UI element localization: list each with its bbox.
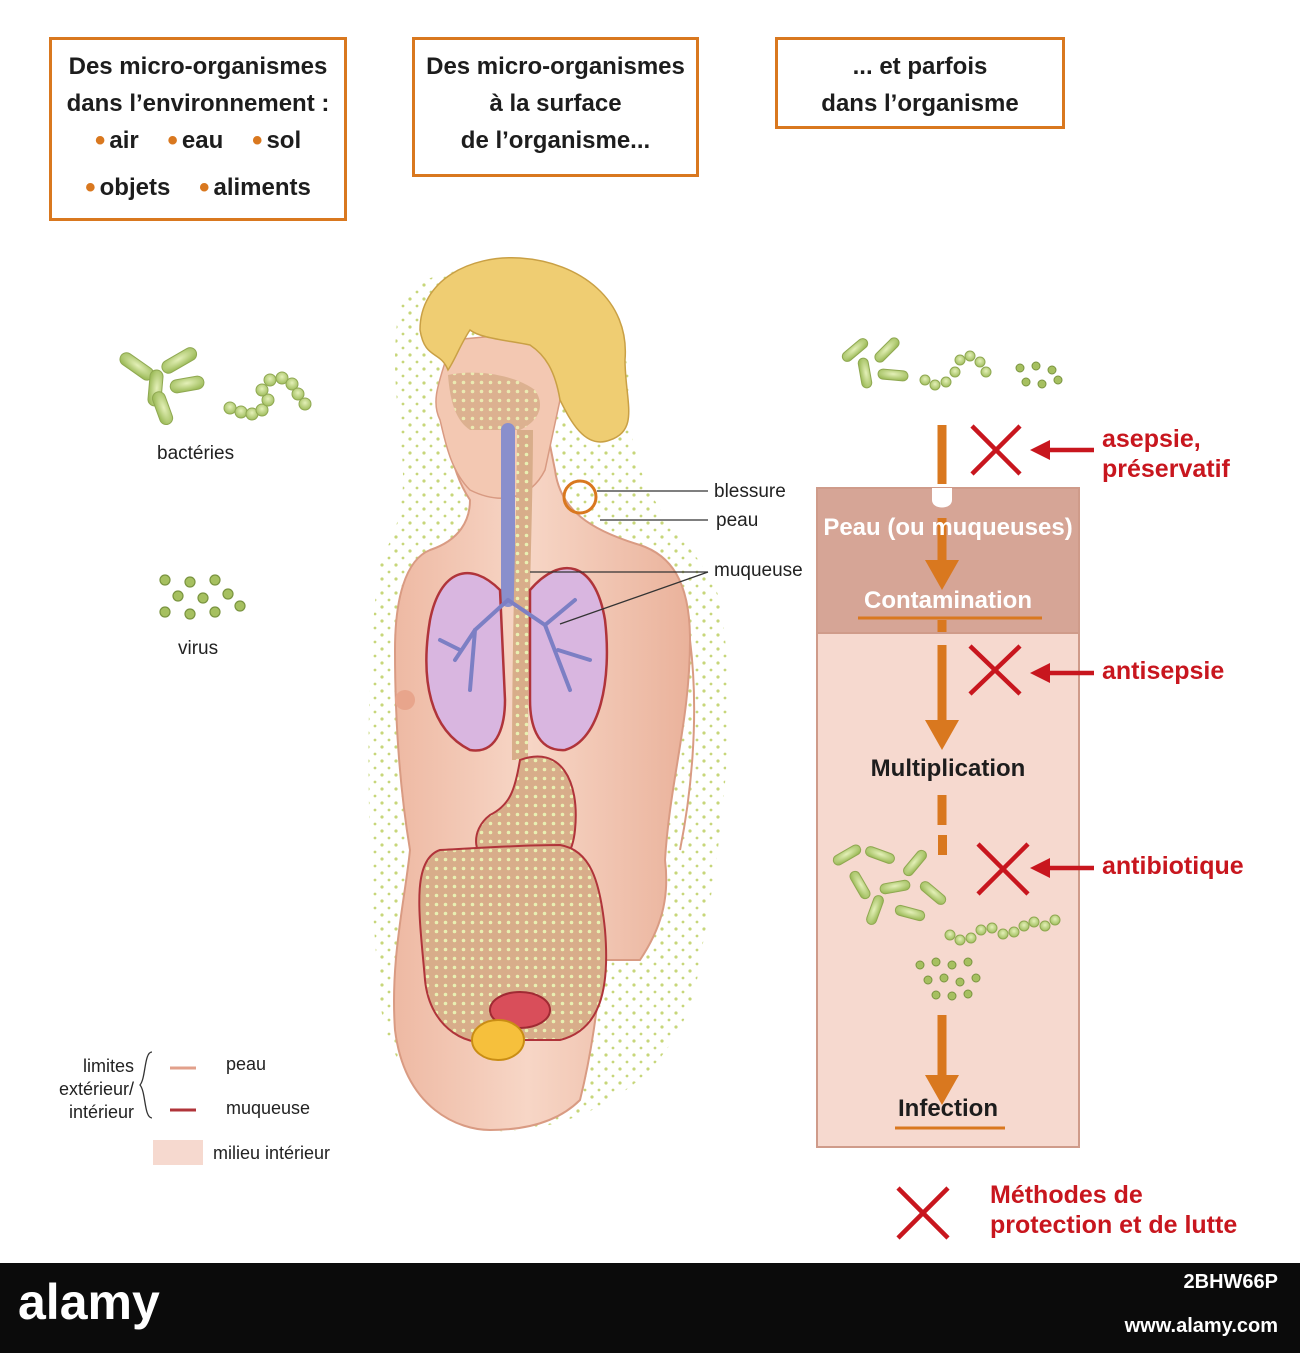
human-body-illustration (368, 257, 729, 1132)
wound-marker (562, 479, 598, 515)
flow-infection: Infection (898, 1095, 998, 1122)
legend-mucosa: muqueuse (226, 1098, 311, 1118)
label-mucosa: muqueuse (714, 560, 803, 581)
bacteria-illustration (119, 347, 312, 426)
label-leader-lines (530, 490, 709, 625)
bullet-aliments: •aliments (198, 171, 311, 204)
panel-interior (816, 632, 1080, 1148)
box-env-line1: Des micro-organismes (68, 53, 328, 80)
legend-interior: milieu intérieur (213, 1143, 331, 1163)
watermark-site: www.alamy.com (1124, 1315, 1278, 1337)
box-inside: ... et parfois dans l’organisme (775, 37, 1065, 129)
infection-flow-panel (816, 337, 1080, 1148)
watermark-bar: alamy 2BHW66P www.alamy.com (0, 1263, 1300, 1353)
method-antibiotic: antibiotique (1102, 852, 1244, 880)
bullet-eau: •eau (167, 124, 224, 157)
bullet-objets: •objets (85, 171, 171, 204)
box-environment: Des micro-organismes dans l’environnemen… (49, 37, 347, 221)
method-markers (896, 424, 1094, 1240)
flow-contamination: Contamination (864, 587, 1032, 614)
box-env-line2: dans l’environnement : (66, 90, 330, 117)
box-surface-line2: à la surface (489, 90, 622, 117)
label-skin: peau (716, 510, 759, 531)
watermark-brand: alamy (18, 1274, 160, 1330)
box-inside-line2: dans l’organisme (821, 90, 1019, 117)
box-env-bullets-row2: •objets •aliments (52, 169, 344, 206)
legend-skin: peau (226, 1054, 267, 1074)
box-surface-line1: Des micro-organismes (426, 53, 685, 80)
box-inside-line1: ... et parfois (852, 53, 988, 80)
diagram-graphics (119, 257, 1094, 1240)
bullet-air: •air (94, 124, 139, 157)
bullet-sol: •sol (251, 124, 302, 157)
method-antisepsis: antisepsie (1102, 657, 1225, 685)
virus-illustration (159, 574, 246, 620)
label-bacteria: bactéries (157, 443, 235, 464)
flow-skin-layer: Peau (ou muqueuses) (823, 514, 1073, 541)
watermark-code: 2BHW66P (1183, 1271, 1278, 1293)
box-env-bullets-row1: •air •eau •sol (52, 122, 344, 159)
flow-multiplication: Multiplication (870, 755, 1026, 782)
method-asepsis: asepsie,préservatif (1102, 425, 1230, 483)
box-surface: Des micro-organismes à la surface de l’o… (412, 37, 699, 177)
label-virus: virus (178, 638, 219, 659)
box-surface-line3: de l’organisme... (460, 127, 651, 154)
label-wound: blessure (714, 481, 786, 502)
legend-graphics (139, 1051, 203, 1165)
